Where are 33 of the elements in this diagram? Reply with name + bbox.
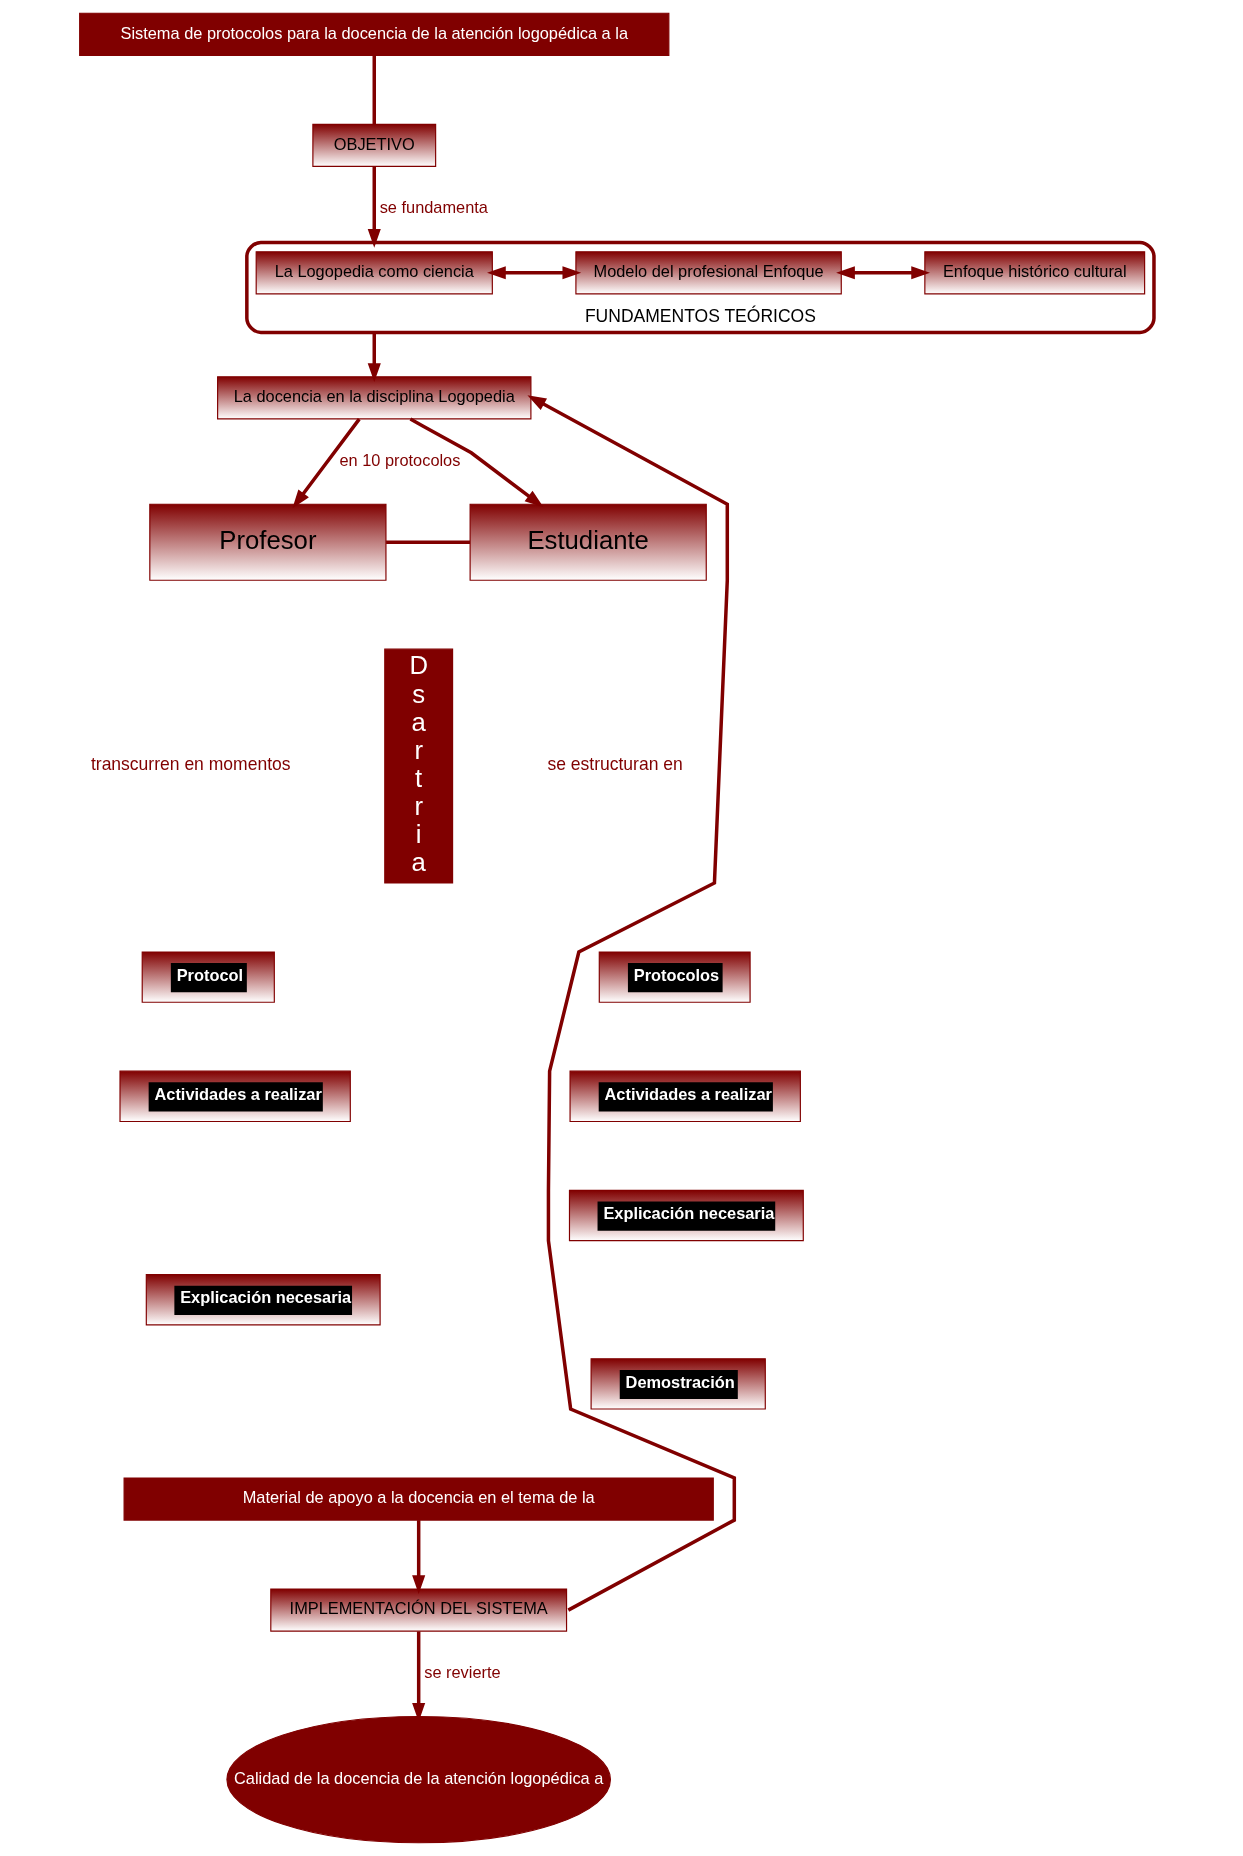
edge-label: se fundamenta [379,198,488,217]
node-box: Protocolos [598,951,751,1003]
label: transcurren en momentos [90,754,291,775]
node-box: Enfoque histórico cultural [924,251,1146,295]
node-box: Demostración [590,1358,766,1410]
arrow [367,332,381,383]
arrow [409,417,544,508]
node-box: IMPLEMENTACIÓN DEL SISTEMA [270,1588,568,1632]
node-box: Dsartria [384,648,454,884]
edge-label: en 10 protocolos [339,450,461,469]
node-box: Actividades a realizar [569,1070,801,1123]
label: se estructuran en [547,754,683,775]
connector [372,55,376,124]
node-box: Material de apoyo a la docencia en el tema de la [123,1477,714,1521]
node-box: La docencia en la disciplina Logopedia [217,376,532,420]
arrow [836,266,930,280]
node-box: Actividades a realizar [119,1070,351,1123]
node-box: Profesor [149,503,387,581]
node-box: Protocol [141,951,275,1003]
connector [386,540,471,544]
node-box: Sistema de protocolos para la docencia de la atención logopédica a la [79,12,670,56]
node-box: Modelo del profesional Enfoque [575,251,842,295]
node-box: Explicación necesaria [145,1274,381,1326]
node-box: Explicación necesaria [568,1189,804,1242]
arrow [412,1520,426,1595]
node-box: OBJETIVO [312,123,437,167]
arrow [367,166,381,248]
node-ellipse: Calidad de la docencia de la atención logopédica a [226,1715,612,1844]
arrow [487,266,582,280]
node-box: La Logopedia como ciencia [255,251,493,295]
arrow [292,418,361,509]
node-box: Estudiante [469,503,707,581]
edge-label: se revierte [424,1663,501,1682]
